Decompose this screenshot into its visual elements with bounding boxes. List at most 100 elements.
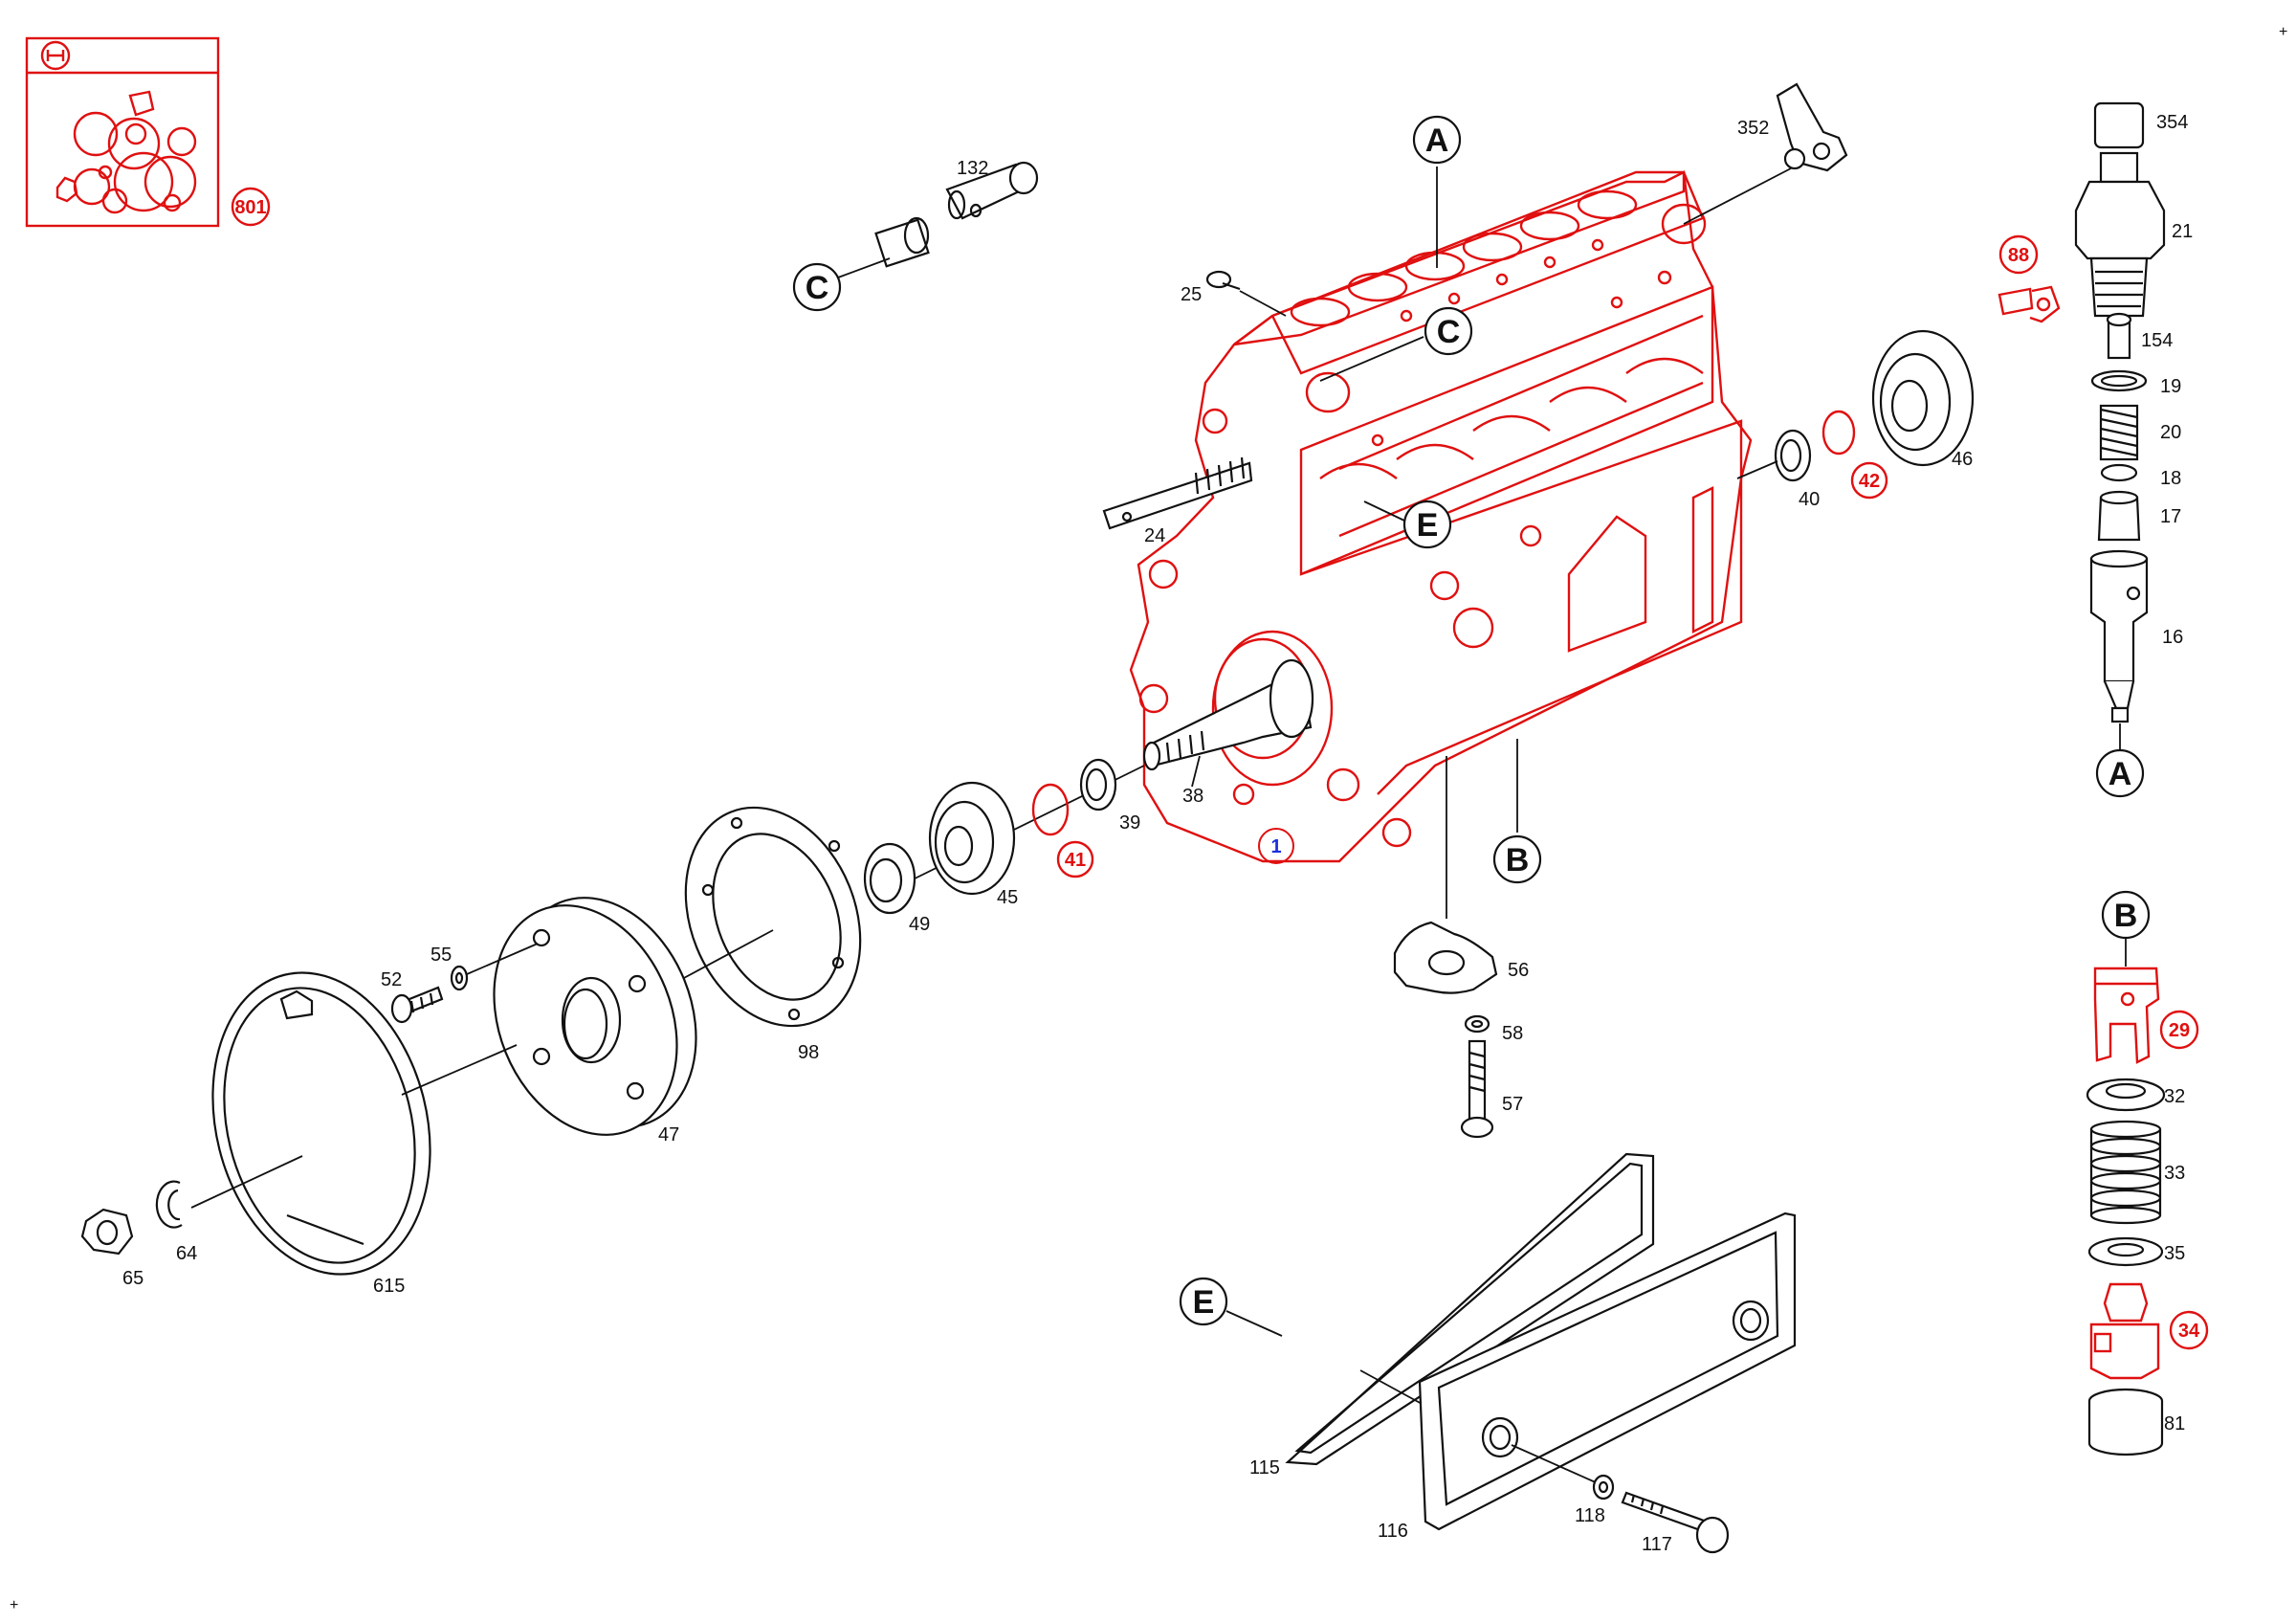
- ref-b-right[interactable]: B: [2101, 890, 2151, 940]
- oring-41[interactable]: [1031, 783, 1070, 836]
- label-132: 132: [957, 158, 988, 179]
- callout-88[interactable]: 88: [1998, 234, 2039, 275]
- label-116: 116: [1378, 1521, 1408, 1542]
- ref-e-housing[interactable]: E: [1402, 500, 1452, 549]
- callout-41[interactable]: 41: [1056, 840, 1094, 878]
- bracket-56[interactable]: [1393, 921, 1498, 994]
- label-40: 40: [1799, 489, 1820, 510]
- callout-801[interactable]: 801: [231, 187, 271, 227]
- bracket-352[interactable]: [1683, 82, 1848, 225]
- cap-354[interactable]: [2093, 101, 2145, 149]
- seat-18[interactable]: [2100, 463, 2138, 482]
- label-98: 98: [798, 1042, 819, 1063]
- label-55: 55: [430, 945, 452, 966]
- label-58: 58: [1502, 1023, 1523, 1044]
- label-52: 52: [381, 969, 402, 990]
- screw-25[interactable]: [1205, 270, 1287, 317]
- spring-seat-32[interactable]: [2086, 1078, 2166, 1112]
- label-118: 118: [1575, 1505, 1605, 1526]
- svg-text:34: 34: [2178, 1321, 2200, 1342]
- delivery-valve-17[interactable]: [2097, 490, 2141, 542]
- svg-text:A: A: [2108, 756, 2132, 792]
- cover-plate-116[interactable]: [1418, 1212, 1797, 1531]
- control-sleeve-29[interactable]: [2093, 967, 2160, 1064]
- svg-text:B: B: [2114, 898, 2138, 934]
- roller-81[interactable]: [2087, 1388, 2164, 1456]
- ref-c-housing[interactable]: C: [1424, 306, 1473, 356]
- label-56: 56: [1508, 960, 1529, 981]
- svg-text:29: 29: [2169, 1020, 2190, 1041]
- washer-118[interactable]: [1592, 1474, 1615, 1501]
- screw-52[interactable]: [390, 986, 444, 1024]
- cover-615[interactable]: [183, 949, 461, 1298]
- sleeve-132[interactable]: [874, 161, 1039, 268]
- spring-33[interactable]: [2089, 1120, 2162, 1225]
- svg-text:42: 42: [1859, 471, 1880, 492]
- valve-154[interactable]: [2106, 312, 2132, 360]
- plunger-16[interactable]: [2089, 549, 2149, 723]
- callout-1[interactable]: 1: [1258, 828, 1294, 864]
- bearing-45[interactable]: [928, 781, 1016, 896]
- registration-mark-bottom: +: [10, 1597, 18, 1613]
- control-rack-24[interactable]: [1102, 456, 1253, 530]
- gasket-98[interactable]: [654, 781, 892, 1052]
- oring-42[interactable]: [1821, 410, 1856, 456]
- ref-c-left[interactable]: C: [792, 262, 842, 312]
- seal-19[interactable]: [2090, 369, 2148, 392]
- bolt-57[interactable]: [1460, 1039, 1494, 1139]
- flange-47[interactable]: [461, 870, 729, 1162]
- washer-39[interactable]: [1079, 758, 1117, 812]
- registration-mark-top: +: [2279, 24, 2287, 40]
- ref-b-housing[interactable]: B: [1492, 834, 1542, 884]
- seal-40[interactable]: [1774, 429, 1812, 482]
- label-17: 17: [2160, 506, 2181, 527]
- label-25: 25: [1181, 284, 1202, 305]
- label-354: 354: [2156, 112, 2188, 133]
- camshaft-38[interactable]: [1142, 658, 1314, 771]
- callout-29[interactable]: 29: [2159, 1010, 2199, 1050]
- repair-kit-box[interactable]: [25, 36, 220, 228]
- callout-42[interactable]: 42: [1850, 461, 1888, 500]
- callout-34[interactable]: 34: [2169, 1310, 2209, 1350]
- screw-117[interactable]: [1621, 1491, 1730, 1554]
- clamp-88[interactable]: [1998, 285, 2061, 323]
- label-49: 49: [909, 914, 930, 935]
- ref-e-bottom[interactable]: E: [1179, 1277, 1228, 1326]
- spring-seat-35[interactable]: [2087, 1236, 2164, 1267]
- label-352: 352: [1737, 118, 1769, 139]
- bosch-logo-icon: [40, 40, 71, 71]
- gasket-115[interactable]: [1285, 1152, 1655, 1466]
- washer-55[interactable]: [450, 965, 469, 991]
- valve-holder-21[interactable]: [2074, 151, 2166, 318]
- nut-65[interactable]: [80, 1208, 134, 1256]
- seal-kit-icon: [55, 90, 197, 214]
- label-18: 18: [2160, 468, 2181, 489]
- label-20: 20: [2160, 422, 2181, 443]
- label-64: 64: [176, 1243, 197, 1264]
- label-154: 154: [2141, 330, 2173, 351]
- label-46: 46: [1952, 449, 1973, 470]
- ref-a-top[interactable]: A: [1412, 115, 1462, 165]
- svg-text:C: C: [1437, 314, 1461, 350]
- svg-text:41: 41: [1065, 850, 1086, 871]
- svg-text:88: 88: [2008, 245, 2029, 266]
- spring-20[interactable]: [2099, 404, 2139, 461]
- tappet-34[interactable]: [2089, 1282, 2160, 1380]
- svg-text:C: C: [806, 270, 829, 306]
- svg-text:A: A: [1425, 122, 1449, 159]
- svg-text:1: 1: [1270, 836, 1281, 857]
- svg-text:801: 801: [234, 197, 266, 218]
- bearing-46[interactable]: [1871, 329, 1975, 467]
- seal-49[interactable]: [863, 842, 916, 915]
- ref-a-bottom[interactable]: A: [2095, 748, 2145, 798]
- label-32: 32: [2164, 1086, 2185, 1107]
- label-65: 65: [122, 1268, 144, 1289]
- label-615: 615: [373, 1276, 405, 1297]
- label-19: 19: [2160, 376, 2181, 397]
- label-38: 38: [1182, 786, 1203, 807]
- svg-text:E: E: [1417, 507, 1439, 544]
- label-115: 115: [1249, 1457, 1280, 1478]
- circlip-64[interactable]: [155, 1180, 183, 1229]
- washer-58[interactable]: [1464, 1014, 1490, 1034]
